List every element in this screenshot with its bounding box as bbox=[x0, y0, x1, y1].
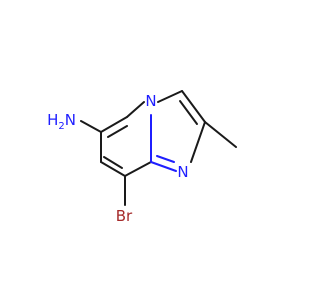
bond-c2-n1 bbox=[190, 121, 206, 163]
ring-nitrogen-label: N bbox=[177, 163, 188, 181]
bond-c9-c8 bbox=[124, 161, 152, 177]
bond-n1-c9-inner bbox=[156, 155, 175, 163]
bromine-label: Br bbox=[116, 207, 133, 225]
bond-n4-c3 bbox=[157, 90, 183, 103]
structure-diagram: H2N N N Br bbox=[47, 90, 237, 225]
bond-n1-c9 bbox=[150, 161, 177, 172]
bond-c8-c7 bbox=[100, 161, 126, 177]
bond-c2-methyl bbox=[204, 121, 237, 148]
bond-c5-n4 bbox=[126, 101, 145, 118]
bond-c6-c5-inner bbox=[107, 125, 128, 138]
amine-label: H2N bbox=[47, 111, 76, 132]
bond-group bbox=[80, 90, 237, 206]
bridgehead-nitrogen-label: N bbox=[145, 92, 156, 110]
bond-c6-nh2 bbox=[80, 120, 102, 133]
atom-label-group: H2N N N Br bbox=[47, 92, 189, 225]
bond-c3-c2-inner bbox=[179, 100, 198, 125]
bond-c3-c2 bbox=[181, 90, 206, 123]
bond-c6-c5 bbox=[100, 116, 128, 133]
bond-c8-c7-inner bbox=[103, 156, 123, 169]
molecule-canvas: H2N N N Br bbox=[47, 90, 237, 225]
